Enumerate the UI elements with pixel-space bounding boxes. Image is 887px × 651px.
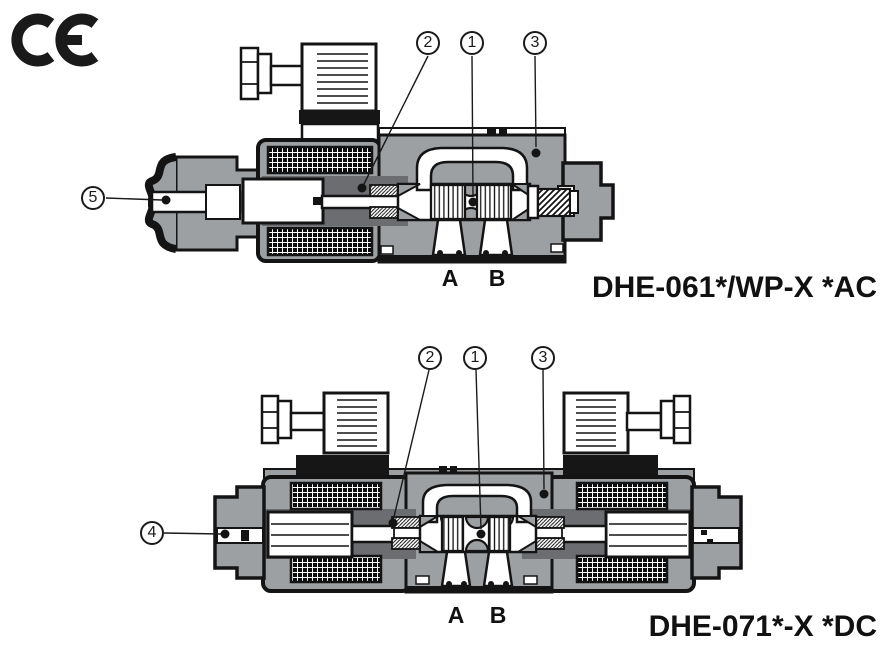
end-cap-top [561, 161, 615, 242]
coil-winding [266, 226, 374, 257]
ce-letter-c [11, 13, 55, 67]
callout-3-top: 3 [523, 31, 547, 55]
model-title-top: DHE-061*/WP-X *AC [591, 271, 877, 304]
port-b-channel [478, 218, 514, 257]
return-spring-top [536, 187, 572, 218]
port-label-a-bottom: A [447, 602, 465, 628]
spring [535, 537, 565, 550]
connector-fins-icon [576, 399, 616, 447]
spring [535, 516, 565, 529]
spool-land [487, 515, 512, 553]
port-label-a-top: A [441, 265, 459, 291]
callout-2-top: 2 [416, 31, 440, 55]
callout-5-top: 5 [81, 186, 105, 210]
ce-letter-e [55, 13, 99, 67]
callout-1-bottom: 1 [463, 346, 487, 370]
model-title-bottom: DHE-071*-X *DC [648, 610, 877, 643]
coil-winding [575, 481, 669, 511]
valve-bottom [163, 369, 743, 594]
ce-mark-logo [11, 13, 99, 67]
callout-3-bottom: 3 [531, 346, 555, 370]
valve-top [105, 42, 615, 264]
spring [369, 206, 399, 219]
callout-2-bottom: 2 [418, 346, 442, 370]
coil-winding [289, 481, 383, 511]
leader-dot [468, 197, 478, 207]
leader-dot [161, 195, 171, 205]
port-label-b-bottom: B [489, 602, 507, 628]
push-rod-right [558, 524, 608, 544]
port-b-channel [482, 550, 514, 588]
din-connector-left [260, 391, 390, 477]
spool-land [475, 183, 513, 221]
spring [391, 537, 421, 550]
din-connector-right [562, 391, 692, 477]
leader-dot [476, 529, 486, 539]
spool-land [440, 515, 465, 553]
port-a-channel [440, 550, 472, 588]
port-a-channel [431, 218, 467, 257]
callout-4-bottom: 4 [140, 521, 164, 545]
callout-1-top: 1 [460, 31, 484, 55]
leader-lines-bottom [163, 369, 545, 535]
manual-override-boot [144, 153, 264, 253]
coil-winding [266, 145, 374, 175]
connector-fins-icon [317, 53, 368, 104]
leader-dot [388, 518, 398, 528]
leader-dot [220, 529, 230, 539]
coil-winding [575, 554, 669, 584]
spool-land [429, 183, 467, 221]
leader-lines-top [105, 55, 537, 201]
connector-fins-icon [337, 399, 377, 447]
p-channel-arch [415, 146, 529, 192]
din-connector-top [239, 42, 380, 143]
leader-dot [539, 489, 549, 499]
spring [369, 184, 399, 197]
p-channel-arch [421, 483, 533, 524]
port-label-b-top: B [488, 265, 506, 291]
leader-dot [357, 183, 367, 193]
armature-top [241, 177, 325, 225]
leader-dot [531, 148, 541, 158]
coil-winding [289, 554, 383, 584]
